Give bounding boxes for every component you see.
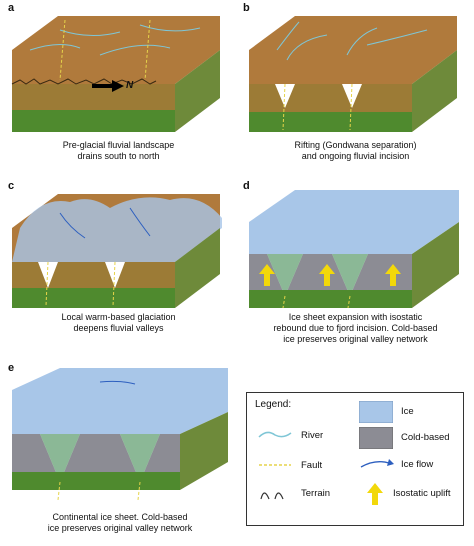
panel-b-label: b — [243, 2, 250, 14]
panel-a: a N Pre-glacial fluvial landscape drains… — [0, 0, 237, 175]
panel-d-label: d — [243, 180, 250, 192]
panel-b-block — [249, 16, 457, 132]
panel-a-caption: Pre-glacial fluvial landscape drains sou… — [62, 140, 175, 161]
panel-e-label: e — [8, 362, 15, 374]
panel-b-caption: Rifting (Gondwana separation) and ongoin… — [294, 140, 417, 161]
ice-flow-icon — [360, 459, 394, 468]
panel-a-label: a — [8, 2, 15, 14]
panel-a-block — [11, 16, 220, 132]
panel-c-label: c — [8, 180, 15, 192]
legend-label-ice-flow: Ice flow — [401, 459, 434, 470]
panel-d-caption: Ice sheet expansion with isostatic rebou… — [273, 312, 438, 344]
cold-based-swatch — [359, 427, 393, 449]
uplift-arrow-icon — [367, 483, 383, 505]
panel-e: e Continental ice sheet. Cold-based ice … — [0, 360, 240, 546]
legend: Legend: River Fault Terrain Ice Cold-bas… — [246, 392, 464, 526]
terrain-icon — [260, 492, 284, 500]
panel-b: b Rifting (Gondwana separation) and ongo… — [237, 0, 474, 175]
legend-label-cold-based: Cold-based — [401, 432, 450, 443]
legend-label-fault: Fault — [301, 460, 323, 471]
panel-d-block — [249, 190, 459, 309]
panel-d: d Ice sheet expansion with isostatic reb… — [237, 178, 474, 360]
panel-e-caption: Continental ice sheet. Cold-based ice pr… — [47, 512, 193, 533]
fault-icon — [259, 464, 291, 466]
north-arrow-icon — [92, 80, 124, 92]
ice-swatch — [359, 401, 393, 423]
north-label: N — [126, 80, 134, 91]
ice-flow-icon — [99, 380, 136, 385]
panel-e-block — [12, 368, 228, 501]
legend-label-ice: Ice — [401, 406, 414, 417]
uplift-arrow-icon — [259, 264, 401, 286]
panel-c-block — [12, 194, 222, 308]
panel-c-caption: Local warm-based glaciation deepens fluv… — [61, 312, 176, 333]
panel-c: c Local warm-based glaciation deepens fl… — [0, 178, 237, 348]
legend-label-terrain: Terrain — [301, 488, 331, 499]
legend-label-river: River — [301, 430, 324, 441]
legend-title: Legend: — [255, 399, 292, 410]
legend-label-isostatic-uplift: Isostatic uplift — [393, 488, 451, 499]
river-icon — [258, 431, 292, 438]
